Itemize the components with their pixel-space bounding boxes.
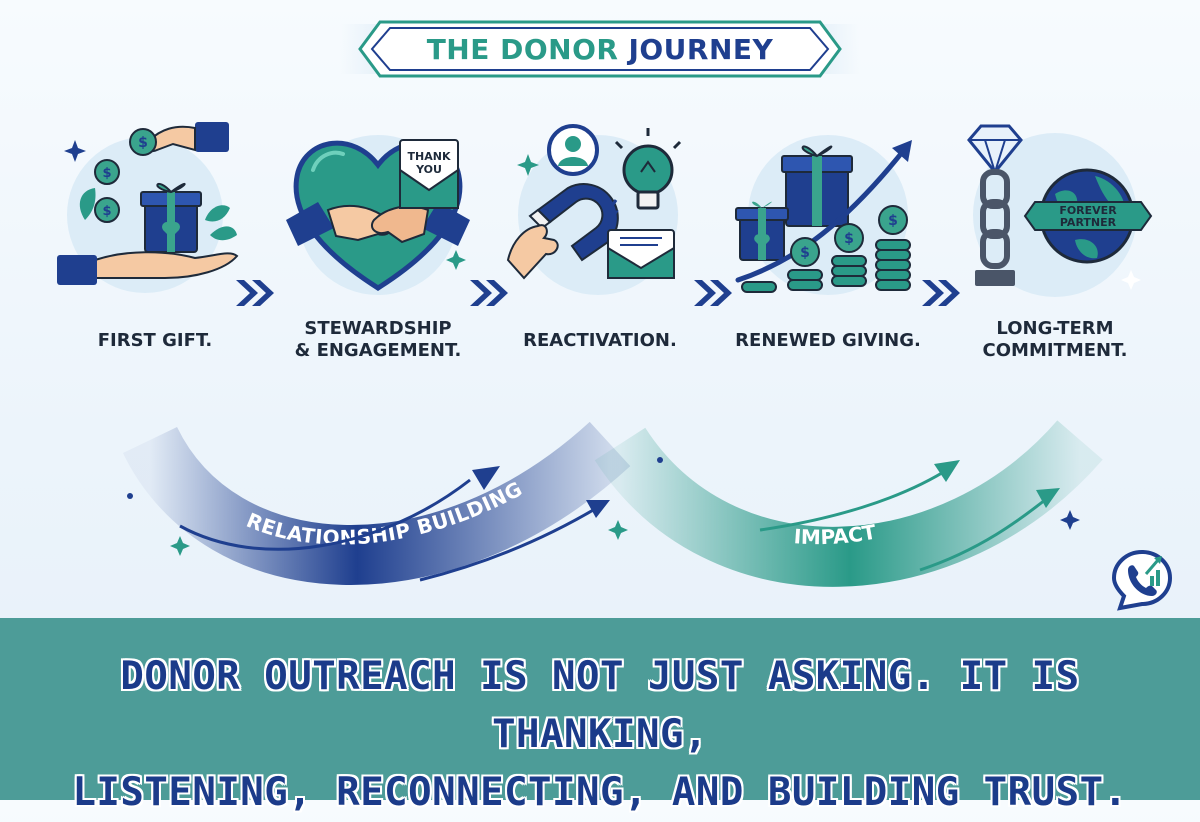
footer-message: DONOR OUTREACH IS NOT JUST ASKING. IT IS… bbox=[30, 648, 1170, 822]
chevron-right-icon bbox=[470, 280, 508, 306]
svg-text:$: $ bbox=[844, 231, 854, 247]
footer-line-two: LISTENING, RECONNECTING, AND BUILDING TR… bbox=[72, 770, 1128, 815]
footer-line-one: DONOR OUTREACH IS NOT JUST ASKING. IT IS… bbox=[120, 654, 1080, 757]
chevron-right-icon bbox=[236, 280, 274, 306]
heart-handshake-icon: THANK YOU bbox=[286, 135, 470, 295]
stage-label-first-gift: FIRST GIFT. bbox=[97, 330, 213, 351]
svg-text:IMPACT: IMPACT bbox=[793, 519, 878, 549]
title-banner: THE DONOR JOURNEY bbox=[340, 16, 860, 82]
forever-partner-line2: PARTNER bbox=[1060, 216, 1117, 229]
stage-label-stewardship: STEWARDSHIP & ENGAGEMENT. bbox=[294, 318, 462, 361]
stage-label-renewed-giving: RENEWED GIVING. bbox=[735, 330, 921, 351]
chevron-right-icon bbox=[922, 280, 960, 306]
svg-text:$: $ bbox=[102, 204, 111, 219]
thank-you-note-line2: YOU bbox=[415, 163, 442, 176]
stage-label-long-term: LONG-TERM COMMITMENT. bbox=[982, 318, 1128, 361]
svg-text:$: $ bbox=[888, 213, 898, 229]
phone-chart-logo-icon bbox=[1111, 549, 1173, 611]
forever-partner-line1: FOREVER bbox=[1059, 204, 1117, 217]
diamond-chain-globe-icon: FOREVER PARTNER bbox=[967, 124, 1153, 297]
chevron-right-icon bbox=[694, 280, 732, 306]
footer-band: DONOR OUTREACH IS NOT JUST ASKING. IT IS… bbox=[0, 618, 1200, 815]
relationship-impact-arcs: RELATIONSHIP BUILDING IMPACT bbox=[122, 420, 1103, 587]
svg-text:$: $ bbox=[102, 166, 111, 181]
svg-text:$: $ bbox=[138, 135, 148, 151]
thank-you-note-line1: THANK bbox=[408, 150, 451, 163]
magnet-lightbulb-icon bbox=[506, 124, 682, 295]
svg-text:$: $ bbox=[800, 245, 810, 261]
donor-journey-infographic: THE DONOR JOURNEY $ $ $ bbox=[0, 16, 1200, 815]
stage-label-reactivation: REACTIVATION. bbox=[523, 330, 677, 351]
title-part-two: JOURNEY bbox=[628, 32, 774, 66]
impact-label: IMPACT bbox=[793, 519, 878, 549]
hands-gift-coins-icon: $ $ $ bbox=[57, 122, 239, 293]
gifts-coins-growth-icon: $ $ $ bbox=[735, 135, 912, 295]
title-part-one: THE DONOR bbox=[426, 32, 619, 66]
